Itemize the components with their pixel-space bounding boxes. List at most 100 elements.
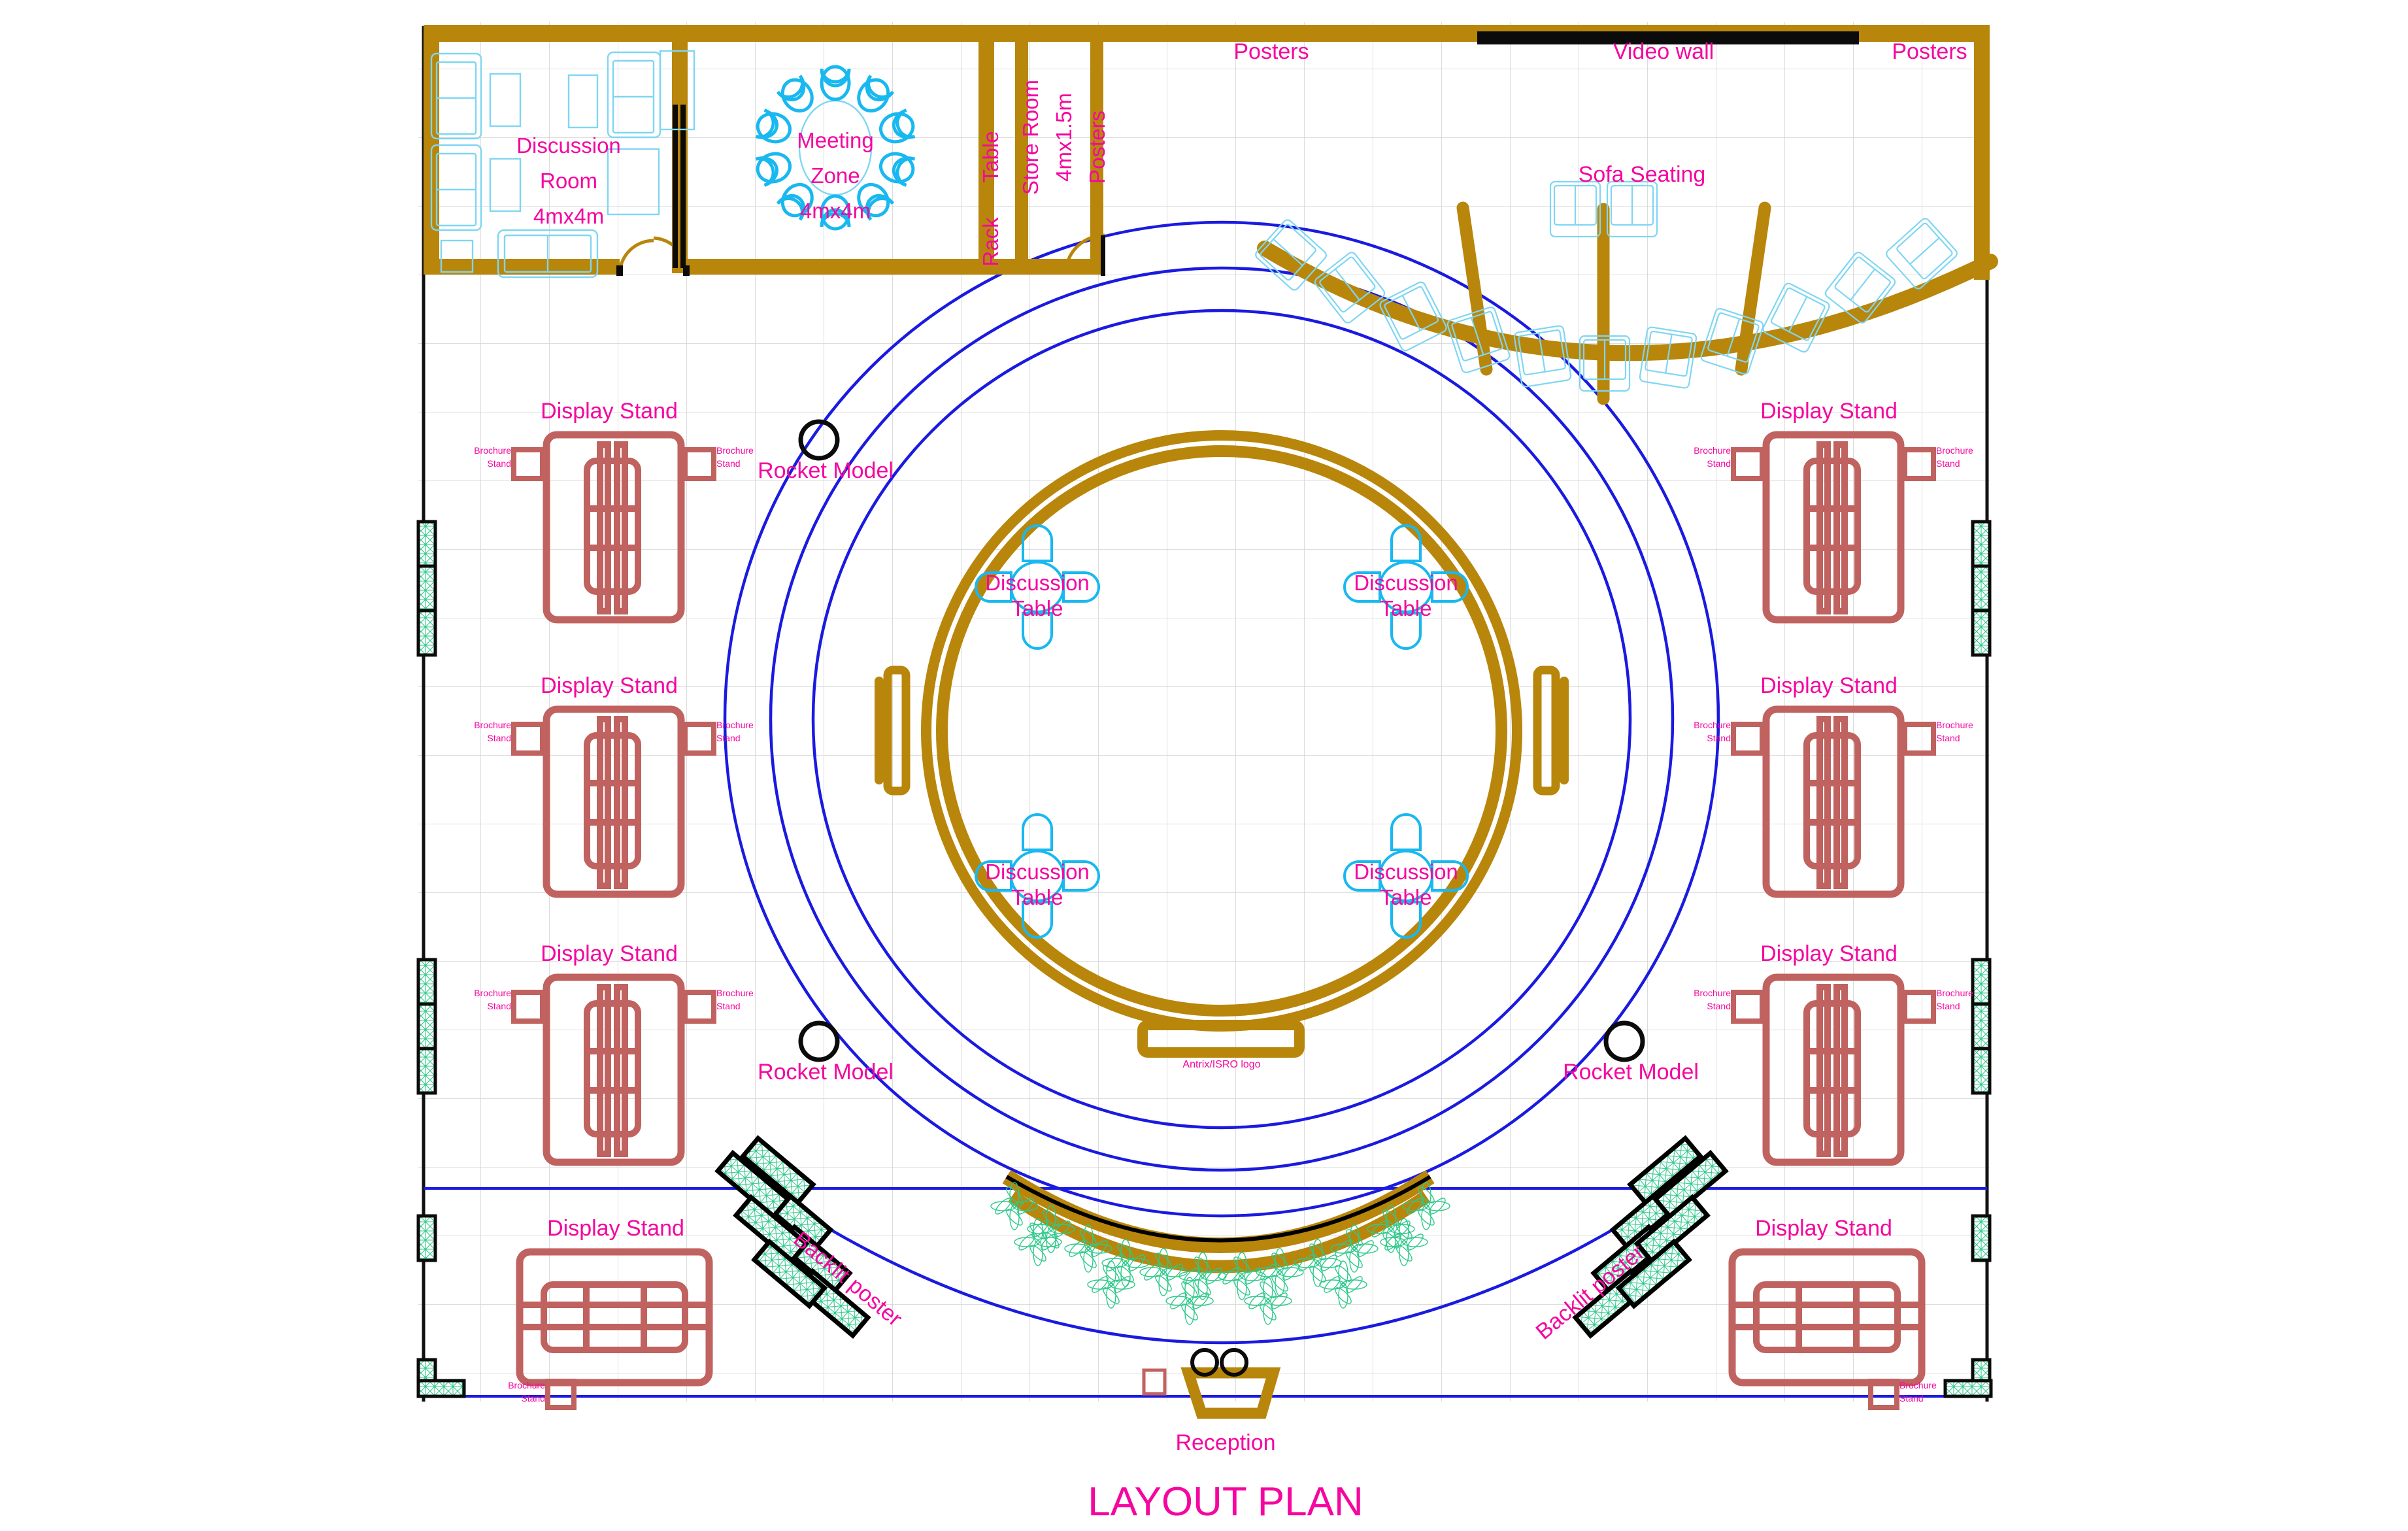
ring-entrance-left (875, 665, 911, 796)
display-stand-left-1[interactable] (511, 431, 716, 624)
display-stand-label-right-2: Display Stand (1760, 673, 1898, 698)
posters-vertical-label: Posters (1085, 110, 1109, 184)
display-stand-label-bottom-right: Display Stand (1755, 1216, 1892, 1241)
meeting-zone-label-line1: Meeting (797, 128, 873, 152)
display-stand-label-right-3: Display Stand (1760, 941, 1898, 966)
posters-left-label: Posters (1233, 39, 1309, 64)
brochure-stand-box[interactable] (1731, 990, 1765, 1024)
brochure-stand-box[interactable] (545, 1379, 577, 1410)
ring-entrance-right (1533, 665, 1569, 796)
corner-planter-bottom-left (416, 1358, 466, 1398)
meeting-zone-furniture (754, 67, 917, 229)
brochure-stand-label: Stand (716, 733, 741, 743)
brochure-stand-label: Stand (1936, 458, 1960, 469)
rocket-model-circle-bottom-left[interactable] (798, 1020, 840, 1062)
brochure-stand-label: Stand (1936, 733, 1960, 743)
brochure-stand-label: Brochure (716, 720, 754, 730)
rocket-model-label-bottom-right: Rocket Model (1563, 1060, 1699, 1085)
brochure-stand-box[interactable] (1731, 722, 1765, 756)
brochure-stand-box[interactable] (511, 990, 545, 1024)
brochure-stand-box[interactable] (682, 990, 716, 1024)
brochure-stand-label: Brochure (1899, 1380, 1937, 1390)
green-panels (416, 520, 1993, 1398)
brochure-stand-box[interactable] (1731, 447, 1765, 481)
brochure-stand-box[interactable] (511, 722, 545, 756)
discussion-room-label-line2: Room (540, 169, 597, 193)
posters-right-label: Posters (1892, 39, 1967, 64)
backlit-poster-right (1572, 1135, 1729, 1339)
meeting-zone-label-line2: Zone (811, 163, 860, 188)
circulation-arc-outer (763, 1187, 1680, 1345)
brochure-stand-box[interactable] (682, 447, 716, 481)
brochure-stand-label: Stand (716, 458, 741, 469)
brochure-stand-label: Brochure (1936, 720, 1973, 730)
display-stand-label-right-1: Display Stand (1760, 399, 1898, 424)
brochure-stand-label: Brochure (508, 1380, 545, 1390)
sofa-seating-arc (1253, 180, 1998, 405)
discussion-table-label-2-line1: Discussion (1354, 571, 1458, 595)
brochure-stand-box[interactable] (682, 722, 716, 756)
discussion-table-label-4-line2: Table (1380, 885, 1432, 909)
garden-planter-arc (990, 1169, 1450, 1325)
rocket-model-circle-bottom-right[interactable] (1603, 1020, 1645, 1062)
brochure-stand-label: Brochure (1936, 445, 1973, 456)
brochure-stand-box[interactable] (1902, 990, 1936, 1024)
display-stand-label-left-3: Display Stand (541, 941, 678, 966)
discussion-table-label-1-line2: Table (1012, 596, 1063, 620)
brochure-stand-label: Brochure (716, 988, 754, 998)
brochure-stand-label: Stand (1899, 1393, 1924, 1404)
brochure-stand-box[interactable] (1868, 1379, 1899, 1410)
brochure-stand-label: Stand (487, 1001, 511, 1011)
brochure-stand-label: Stand (1707, 733, 1731, 743)
rocket-model-label-bottom-left: Rocket Model (758, 1060, 894, 1085)
brochure-stand-label: Stand (716, 1001, 741, 1011)
display-stand-left-3[interactable] (511, 973, 716, 1166)
antrix-logo-plinth (1137, 1020, 1305, 1058)
display-stand-label-bottom-left: Display Stand (547, 1216, 684, 1241)
brochure-stand-label: Stand (1707, 1001, 1731, 1011)
brochure-stand-label: Brochure (474, 988, 511, 998)
discussion-room-furniture (430, 50, 695, 278)
display-stand-right-1[interactable] (1731, 431, 1936, 624)
brochure-stand-label: Brochure (474, 445, 511, 456)
display-stand-label-left-2: Display Stand (541, 673, 678, 698)
reception-label: Reception (1175, 1430, 1275, 1455)
brochure-stand-box[interactable] (511, 447, 545, 481)
brochure-stand-label: Stand (487, 733, 511, 743)
brochure-stand-label: Stand (521, 1393, 545, 1404)
brochure-stand-label: Stand (1707, 458, 1731, 469)
brochure-stand-label: Brochure (474, 720, 511, 730)
brochure-stand-label: Brochure (1694, 720, 1731, 730)
sofa-seating-label: Sofa Seating (1579, 162, 1706, 187)
discussion-table-label-3-line1: Discussion (985, 860, 1090, 884)
blue-boundary-lines (424, 1187, 1987, 1398)
discussion-table-label-4-line1: Discussion (1354, 860, 1458, 884)
store-room-label: Store Room (1018, 80, 1043, 195)
brochure-stand-label: Stand (1936, 1001, 1960, 1011)
brochure-stand-label: Brochure (1694, 445, 1731, 456)
brochure-stand-label: Brochure (1936, 988, 1973, 998)
store-room-size-label: 4mx1.5m (1052, 93, 1076, 182)
video-wall-label: Video wall (1613, 39, 1714, 64)
discussion-table-label-2-line2: Table (1380, 596, 1432, 620)
rack-label: Rack (978, 217, 1003, 267)
display-stand-right-2[interactable] (1731, 705, 1936, 898)
rocket-model-circle-top[interactable] (798, 419, 840, 461)
brochure-stand-label: Brochure (1694, 988, 1731, 998)
display-stand-right-3[interactable] (1731, 973, 1936, 1166)
meeting-zone-label-line3: 4mx4m (800, 199, 871, 223)
discussion-table-label-1-line1: Discussion (985, 571, 1090, 595)
display-stand-left-2[interactable] (511, 705, 716, 898)
display-stand-bottom-left[interactable] (516, 1248, 713, 1410)
discussion-room-label-line1: Discussion (516, 133, 621, 158)
backlit-poster-left (714, 1135, 871, 1339)
video-wall-bar (1477, 31, 1859, 44)
discussion-table-label-3-line2: Table (1012, 885, 1063, 909)
brochure-stand-label: Brochure (716, 445, 754, 456)
display-stand-bottom-right[interactable] (1728, 1248, 1926, 1410)
rocket-model-label-top: Rocket Model (758, 458, 894, 483)
brochure-stand-box[interactable] (1902, 447, 1936, 481)
brochure-stand-box[interactable] (1902, 722, 1936, 756)
reception-desk (1142, 1348, 1281, 1419)
